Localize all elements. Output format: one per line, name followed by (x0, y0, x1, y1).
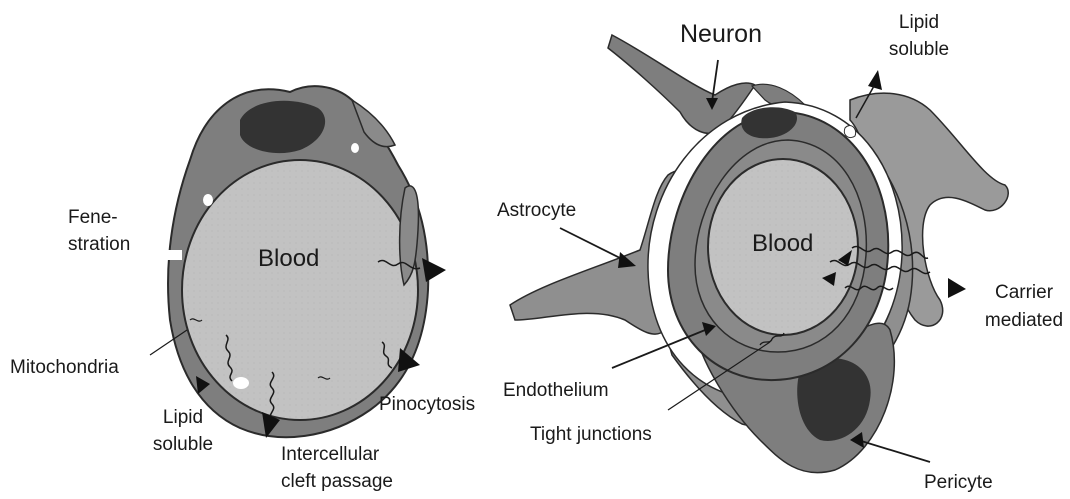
label-fenestration-line2: stration (68, 232, 130, 258)
label-carrier-line1: Carrier (980, 280, 1068, 306)
left-vesicle-1 (203, 194, 213, 206)
label-intercellular-line1: Intercellular (281, 442, 379, 468)
label-left-lipid-soluble-line2: soluble (146, 432, 220, 458)
left-lumen (182, 160, 418, 420)
right-endothelial-gap (844, 126, 855, 138)
label-right-blood: Blood (752, 230, 813, 258)
label-left-lipid-soluble-line1: Lipid (146, 405, 220, 431)
label-neuron: Neuron (680, 20, 762, 48)
label-tight-junctions: Tight junctions (530, 422, 652, 448)
label-pinocytosis: Pinocytosis (379, 392, 475, 418)
label-pericyte: Pericyte (924, 470, 993, 496)
right-astrocyte-leader (560, 228, 628, 262)
right-pericyte-leader (858, 440, 930, 462)
label-right-lipid-soluble-line2: soluble (880, 37, 958, 63)
label-intercellular-line2: cleft passage (281, 469, 393, 495)
label-astrocyte: Astrocyte (497, 198, 576, 224)
label-endothelium: Endothelium (503, 378, 609, 404)
label-left-blood: Blood (258, 245, 319, 273)
left-vesicle-2 (351, 143, 359, 153)
left-arrowhead-pinocytosis-1 (422, 258, 446, 282)
right-arrowhead-lipid-up (868, 70, 882, 90)
label-mitochondria: Mitochondria (10, 355, 119, 381)
label-fenestration-line1: Fene- (68, 205, 118, 231)
label-right-lipid-soluble-line1: Lipid (880, 10, 958, 36)
left-fenestration-gap (166, 250, 182, 260)
label-carrier-line2: mediated (980, 308, 1068, 334)
left-vesicle-3 (233, 377, 249, 389)
right-arrowhead-carrier-out (948, 278, 966, 298)
